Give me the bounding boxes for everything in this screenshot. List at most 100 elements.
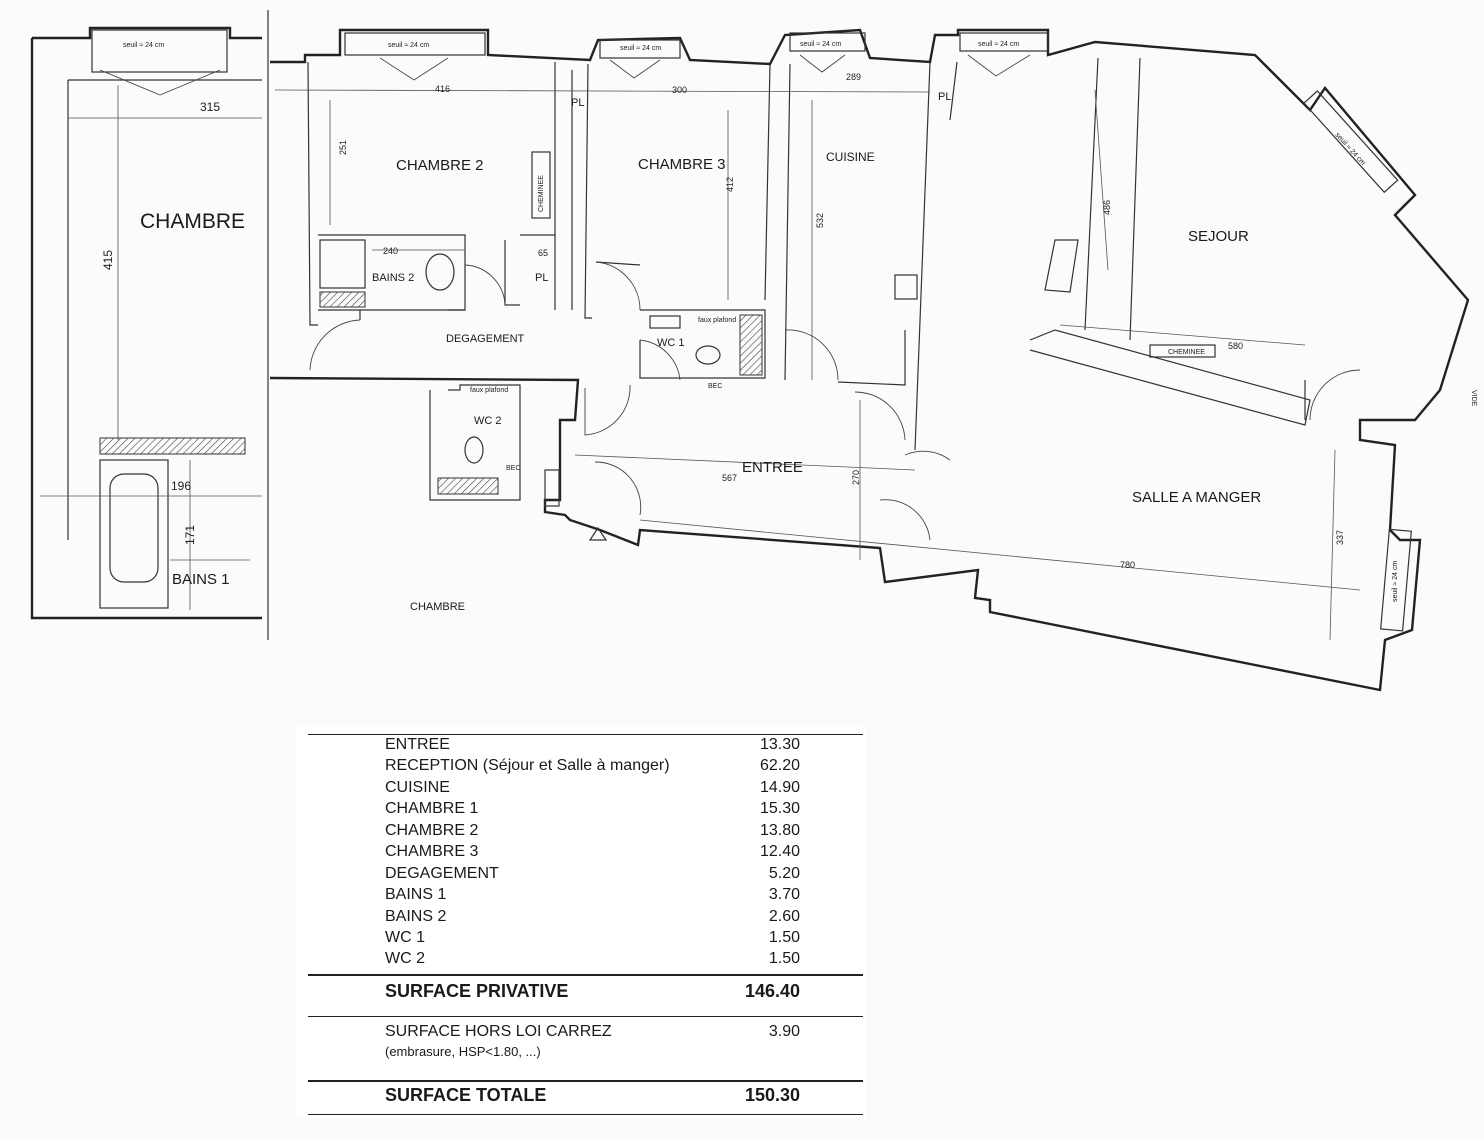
table-row: WC 1 1.50 — [385, 927, 800, 949]
seuil-label: seuil ≈ 24 cm — [620, 45, 661, 52]
seuil-label: seuil ≈ 24 cm — [1392, 561, 1399, 602]
room-label-degagement: DEGAGEMENT — [446, 333, 525, 345]
dimension-label: 415 — [101, 250, 115, 270]
left-wing — [30, 10, 269, 640]
surface-hors-loi-row: SURFACE HORS LOI CARREZ 3.90 — [385, 1021, 800, 1043]
surface-hors-loi-note: (embrasure, HSP<1.80, ...) — [385, 1044, 541, 1059]
dimension-label: 196 — [171, 479, 191, 493]
dimension-label: 65 — [538, 248, 548, 258]
row-label: ENTREE — [385, 736, 450, 753]
room-label-sejour: SEJOUR — [1188, 228, 1249, 245]
table-row: BAINS 1 3.70 — [385, 884, 800, 906]
table-row: RECEPTION (Séjour et Salle à manger) 62.… — [385, 755, 800, 777]
table-rule — [308, 974, 863, 976]
room-label-pl: PL — [938, 91, 951, 103]
table-rule — [308, 1016, 863, 1017]
row-value: 13.30 — [759, 736, 800, 753]
row-label: BAINS 2 — [385, 908, 447, 925]
row-value: 3.70 — [768, 886, 800, 903]
row-label: WC 2 — [385, 950, 425, 967]
row-value: 3.90 — [768, 1023, 800, 1040]
faux-plafond-label: faux plafond — [698, 317, 736, 324]
table-row: BAINS 2 2.60 — [385, 906, 800, 928]
row-value: 5.20 — [768, 865, 800, 882]
bec-label: BEC — [708, 383, 722, 390]
room-label-pl: PL — [535, 272, 548, 284]
faux-plafond-label: faux plafond — [470, 387, 508, 394]
room-label-chambre3: CHAMBRE 3 — [638, 156, 726, 173]
room-label-chambre-partial: CHAMBRE — [410, 601, 465, 613]
row-value: 146.40 — [744, 981, 800, 1001]
seuil-label: seuil ≈ 24 cm — [1334, 132, 1367, 167]
table-row: CHAMBRE 3 12.40 — [385, 841, 800, 863]
row-value: 1.50 — [768, 929, 800, 946]
row-value: 2.60 — [768, 908, 800, 925]
dimension-label: 580 — [1228, 341, 1243, 351]
vide-label: VIDE — [1470, 390, 1477, 407]
table-rule — [308, 1114, 863, 1115]
row-label: WC 1 — [385, 929, 425, 946]
surface-table: ENTREE 13.30 RECEPTION (Séjour et Salle … — [296, 726, 866, 1118]
dimension-label: 315 — [200, 100, 220, 114]
surface-privative-row: SURFACE PRIVATIVE 146.40 — [385, 980, 800, 1002]
dimension-label: 337 — [1335, 530, 1345, 545]
dimension-label: 251 — [338, 140, 348, 155]
row-value: 13.80 — [759, 822, 800, 839]
dimension-label: 486 — [1102, 200, 1112, 215]
room-label-pl: PL — [571, 97, 584, 109]
row-label: SURFACE HORS LOI CARREZ — [385, 1023, 612, 1040]
room-label-wc2: WC 2 — [474, 415, 502, 427]
room-label-entree: ENTREE — [742, 459, 803, 476]
table-row: CUISINE 14.90 — [385, 777, 800, 799]
table-row: CHAMBRE 2 13.80 — [385, 820, 800, 842]
room-label-wc1: WC 1 — [657, 337, 685, 349]
cheminee-label: CHEMINEE — [1168, 349, 1205, 356]
row-label: CHAMBRE 2 — [385, 822, 479, 839]
seuil-label: seuil ≈ 24 cm — [123, 42, 164, 49]
row-label: SURFACE PRIVATIVE — [385, 981, 569, 1001]
dimension-label: 300 — [672, 85, 687, 95]
row-value: 12.40 — [759, 843, 800, 860]
dimension-label: 416 — [435, 84, 450, 94]
row-label: RECEPTION (Séjour et Salle à manger) — [385, 757, 670, 774]
dimension-label: 240 — [383, 246, 398, 256]
room-label-bains2: BAINS 2 — [372, 272, 414, 284]
row-value: 150.30 — [744, 1085, 800, 1105]
row-value: 14.90 — [759, 779, 800, 796]
dimension-label: 412 — [725, 177, 735, 192]
dimension-label: 270 — [851, 470, 861, 485]
dimension-label: 171 — [183, 525, 197, 545]
table-row: ENTREE 13.30 — [385, 734, 800, 756]
main-walls — [269, 28, 1470, 692]
row-value: 62.20 — [759, 757, 800, 774]
seuil-label: seuil ≈ 24 cm — [978, 41, 1019, 48]
row-label: CHAMBRE 3 — [385, 843, 479, 860]
row-label: SURFACE TOTALE — [385, 1085, 547, 1105]
surface-totale-row: SURFACE TOTALE 150.30 — [385, 1084, 800, 1106]
room-label-salle-a-manger: SALLE A MANGER — [1132, 489, 1261, 506]
table-row: DEGAGEMENT 5.20 — [385, 863, 800, 885]
dimension-label: 780 — [1120, 560, 1135, 570]
bec-label: BEC — [506, 465, 520, 472]
table-rule — [308, 1080, 863, 1082]
dimension-label: 567 — [722, 473, 737, 483]
row-value: 1.50 — [768, 950, 800, 967]
room-label-chambre2: CHAMBRE 2 — [396, 157, 484, 174]
room-label-cuisine: CUISINE — [826, 150, 875, 164]
dimension-label: 289 — [846, 72, 861, 82]
room-label-bains1: BAINS 1 — [172, 571, 230, 588]
floor-plan: seuil ≈ 24 cm 315 CHAMBRE 415 196 171 BA… — [30, 10, 1477, 692]
row-label: CUISINE — [385, 779, 450, 796]
seuil-label: seuil ≈ 24 cm — [388, 42, 429, 49]
row-value: 15.30 — [759, 800, 800, 817]
table-row: CHAMBRE 1 15.30 — [385, 798, 800, 820]
dimension-label: 532 — [815, 213, 825, 228]
seuil-label: seuil ≈ 24 cm — [800, 41, 841, 48]
row-label: BAINS 1 — [385, 886, 447, 903]
row-label: DEGAGEMENT — [385, 865, 499, 882]
cheminee-label: CHEMINEE — [538, 175, 545, 212]
room-label-chambre: CHAMBRE — [140, 210, 245, 233]
table-row: WC 2 1.50 — [385, 948, 800, 970]
row-label: CHAMBRE 1 — [385, 800, 479, 817]
table-rule — [308, 734, 863, 735]
